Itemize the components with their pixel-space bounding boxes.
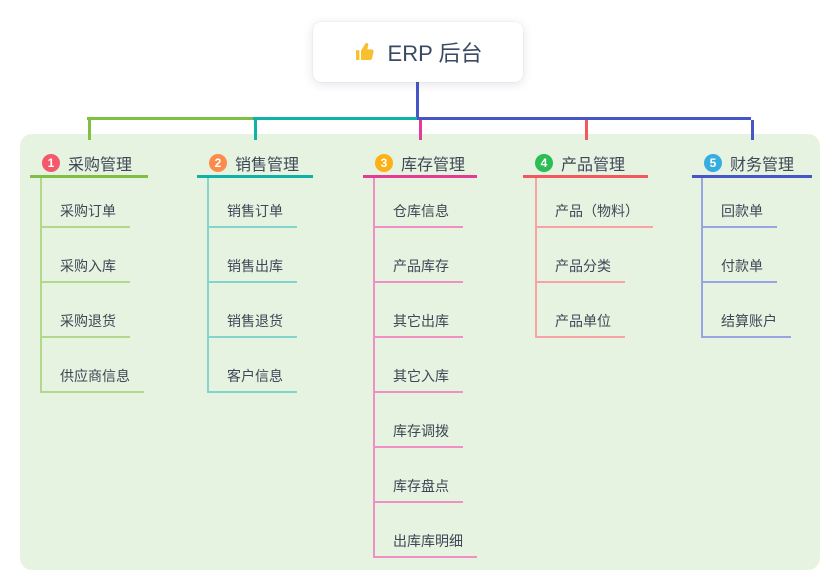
child-label: 产品单位: [535, 312, 625, 338]
thumbs-up-icon: [355, 43, 374, 60]
connector-bus-segment: [417, 117, 751, 120]
branch-badge: 1: [42, 153, 60, 172]
connector-bus-segment: [253, 117, 417, 120]
child-node[interactable]: 产品单位: [535, 312, 625, 338]
child-label: 出库库明细: [373, 532, 477, 558]
branch-label: 产品管理: [561, 156, 626, 174]
child-node[interactable]: 采购退货: [40, 312, 130, 338]
child-node[interactable]: 其它入库: [373, 367, 463, 393]
child-label: 销售出库: [207, 257, 297, 283]
connector-bus-segment: [87, 117, 253, 120]
child-node[interactable]: 供应商信息: [40, 367, 144, 393]
child-label: 产品（物料）: [535, 202, 653, 228]
child-node[interactable]: 回款单: [701, 202, 777, 228]
branch-drop-line: [751, 120, 754, 140]
child-node[interactable]: 销售退货: [207, 312, 297, 338]
child-label: 仓库信息: [373, 202, 463, 228]
child-label: 其它入库: [373, 367, 463, 393]
branch-spine: [535, 178, 537, 338]
root-stem-line: [416, 82, 419, 120]
branch-badge: 3: [375, 153, 393, 172]
branch-label: 库存管理: [401, 156, 466, 174]
child-label: 库存盘点: [373, 477, 463, 503]
branch-node[interactable]: 1 采购管理: [30, 150, 148, 178]
child-node[interactable]: 出库库明细: [373, 532, 477, 558]
branch-badge: 4: [535, 153, 553, 172]
child-label: 销售退货: [207, 312, 297, 338]
mindmap-panel: [20, 134, 820, 570]
child-label: 结算账户: [701, 312, 791, 338]
child-node[interactable]: 产品库存: [373, 257, 463, 283]
branch-node[interactable]: 5 财务管理: [692, 150, 812, 178]
child-label: 客户信息: [207, 367, 297, 393]
branch-drop-line: [419, 120, 422, 140]
child-node[interactable]: 销售订单: [207, 202, 297, 228]
root-node[interactable]: ERP 后台: [313, 22, 523, 82]
branch-node[interactable]: 3 库存管理: [363, 150, 477, 178]
branch-label: 销售管理: [235, 156, 300, 174]
child-label: 库存调拨: [373, 422, 463, 448]
child-node[interactable]: 客户信息: [207, 367, 297, 393]
child-label: 其它出库: [373, 312, 463, 338]
child-label: 供应商信息: [40, 367, 144, 393]
branch-spine: [701, 178, 703, 338]
child-label: 采购退货: [40, 312, 130, 338]
child-node[interactable]: 付款单: [701, 257, 777, 283]
branch-node[interactable]: 2 销售管理: [197, 150, 313, 178]
child-node[interactable]: 库存盘点: [373, 477, 463, 503]
child-node[interactable]: 仓库信息: [373, 202, 463, 228]
child-node[interactable]: 其它出库: [373, 312, 463, 338]
branch-drop-line: [584, 120, 588, 140]
child-node[interactable]: 库存调拨: [373, 422, 463, 448]
child-node[interactable]: 结算账户: [701, 312, 791, 338]
child-label: 付款单: [701, 257, 777, 283]
branch-label: 财务管理: [730, 156, 795, 174]
child-label: 采购入库: [40, 257, 130, 283]
branch-badge: 5: [704, 153, 722, 172]
branch-label: 采购管理: [68, 156, 133, 174]
child-node[interactable]: 产品（物料）: [535, 202, 653, 228]
child-node[interactable]: 采购订单: [40, 202, 130, 228]
child-node[interactable]: 销售出库: [207, 257, 297, 283]
branch-spine: [40, 178, 42, 393]
child-node[interactable]: 产品分类: [535, 257, 625, 283]
branch-spine: [207, 178, 209, 393]
branch-spine: [373, 178, 375, 558]
child-label: 回款单: [701, 202, 777, 228]
branch-drop-line: [254, 120, 257, 140]
branch-node[interactable]: 4 产品管理: [523, 150, 648, 178]
branch-drop-line: [88, 120, 91, 140]
child-label: 销售订单: [207, 202, 297, 228]
child-label: 产品分类: [535, 257, 625, 283]
branch-badge: 2: [209, 153, 227, 172]
root-label: ERP 后台: [387, 41, 483, 66]
child-label: 采购订单: [40, 202, 130, 228]
child-node[interactable]: 采购入库: [40, 257, 130, 283]
child-label: 产品库存: [373, 257, 463, 283]
